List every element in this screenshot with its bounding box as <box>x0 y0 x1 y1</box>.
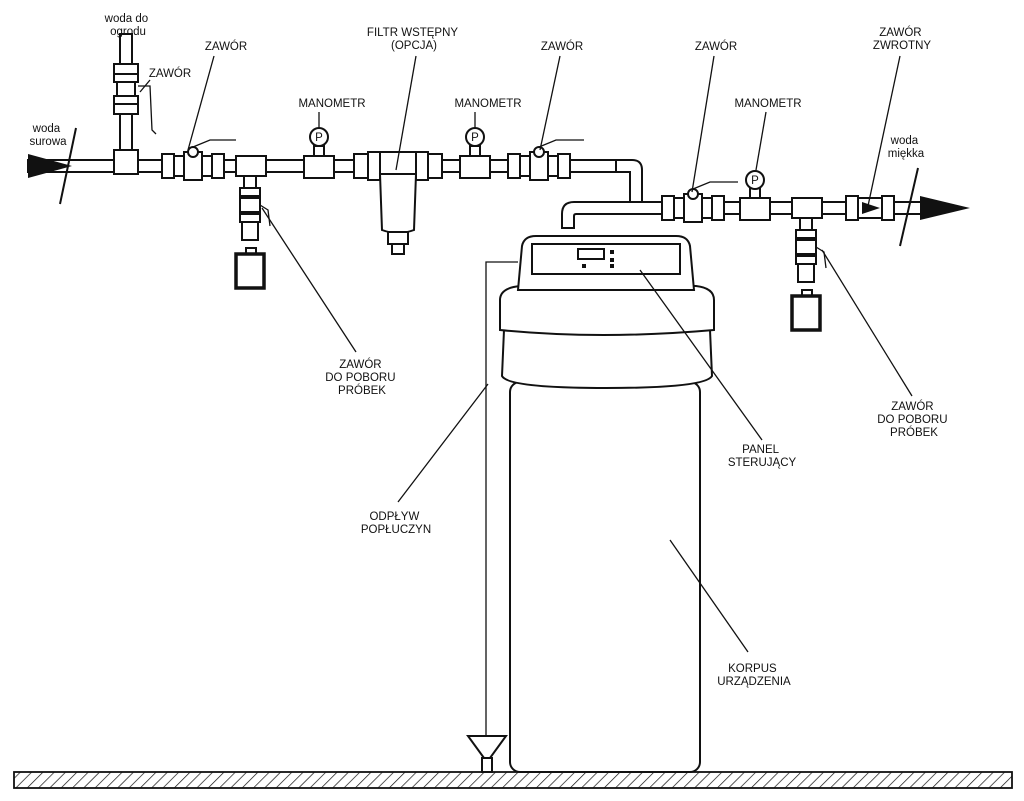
sample-valve-left <box>234 155 271 290</box>
gauge-2-label: MANOMETR <box>454 98 521 110</box>
garden-valve-label: ZAWÓR <box>149 67 191 80</box>
soft-water-label: woda miękka <box>888 135 925 160</box>
inlet-valve-2 <box>507 139 584 181</box>
valve-1-label: ZAWÓR <box>205 40 247 53</box>
gauge-1-symbol: P <box>315 132 323 144</box>
inlet-pipe <box>27 33 643 215</box>
control-panel-label: PANEL STERUJĄCY <box>728 444 797 469</box>
soft-water-arrow <box>899 167 970 247</box>
floor <box>13 771 1013 789</box>
check-valve <box>845 195 895 221</box>
inlet-valve-1 <box>161 139 236 181</box>
sample-valve-right-label: ZAWÓR DO POBORU PRÓBEK <box>877 400 951 439</box>
labels: woda do ogrodu ZAWÓR woda surowa ZAWÓR M… <box>29 13 951 688</box>
leader-lines <box>139 55 913 653</box>
check-valve-label: ZAWÓR ZWROTNY <box>873 26 931 52</box>
softener-unit <box>466 235 715 773</box>
gauge-3-symbol: P <box>751 175 759 187</box>
sample-valve-left-label: ZAWÓR DO POBORU PRÓBEK <box>325 358 399 397</box>
garden-water-label: woda do ogrodu <box>104 13 152 38</box>
body-label: KORPUS URZĄDZENIA <box>717 663 791 688</box>
pressure-gauge-1: P <box>303 127 335 179</box>
valve-2-label: ZAWÓR <box>541 40 583 53</box>
valve-3-label: ZAWÓR <box>695 40 737 53</box>
prefilter <box>353 151 443 255</box>
prefilter-label: FILTR WSTĘPNY (OPCJA) <box>367 27 461 52</box>
sample-valve-right <box>790 197 827 332</box>
gauge-2-symbol: P <box>471 132 479 144</box>
raw-water-arrow <box>28 127 77 205</box>
raw-water-label: woda surowa <box>29 123 67 148</box>
garden-valve <box>113 63 157 175</box>
pressure-gauge-2: P <box>459 127 491 179</box>
gauge-3-label: MANOMETR <box>734 98 801 110</box>
gauge-1-label: MANOMETR <box>298 98 365 110</box>
pressure-gauge-3: P <box>739 170 771 221</box>
drain-label: ODPŁYW POPŁUCZYN <box>361 511 431 536</box>
